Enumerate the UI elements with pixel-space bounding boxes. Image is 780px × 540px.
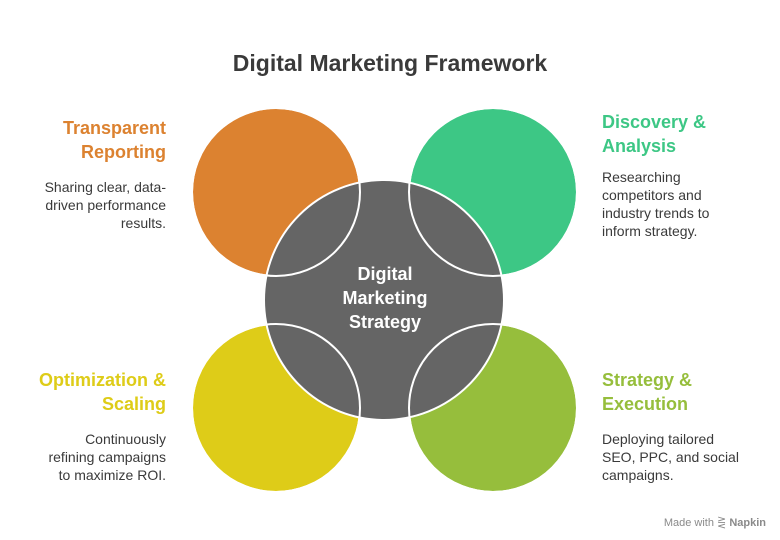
made-with-text: Made with <box>663 517 714 529</box>
page-title: Digital Marketing Framework <box>232 50 548 76</box>
discovery-analysis-description: Researching competitors and industry tre… <box>602 169 710 239</box>
bottom-right-overlap-outline <box>408 323 578 493</box>
center-strategy-circle[interactable] <box>263 179 505 421</box>
napkin-attribution[interactable]: Made with ⋛ Napkin <box>664 516 766 529</box>
top-left-overlap-outline <box>191 107 361 277</box>
transparent-reporting-description: Sharing clear, data- driven performance … <box>44 179 166 231</box>
optimization-scaling-description: Continuously refining campaigns to maxim… <box>48 431 166 483</box>
center-label: Digital Marketing Strategy <box>342 264 428 332</box>
strategy-execution-heading: Strategy & Execution <box>602 370 693 414</box>
bottom-left-overlap-outline <box>191 323 361 493</box>
napkin-brand: Napkin <box>729 517 766 529</box>
discovery-analysis-heading: Discovery & Analysis <box>602 112 707 156</box>
optimization-scaling-heading: Optimization & Scaling <box>39 370 166 414</box>
strategy-execution-description: Deploying tailored SEO, PPC, and social … <box>602 431 739 483</box>
napkin-logo-icon: ⋛ <box>717 517 727 529</box>
top-right-overlap-outline <box>408 107 578 277</box>
transparent-reporting-heading: Transparent Reporting <box>62 118 166 162</box>
